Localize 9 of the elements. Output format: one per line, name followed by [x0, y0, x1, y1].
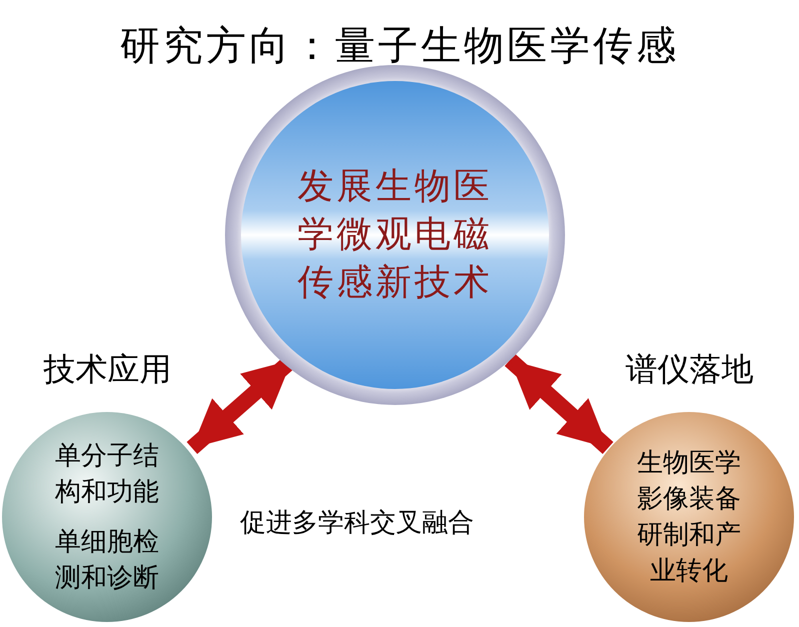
- double-arrow: [504, 354, 614, 454]
- sphere-text: 单细胞检测和诊断: [54, 526, 160, 595]
- sphere-text: 生物医学影像装备研制和产业转化: [636, 447, 742, 588]
- circle-heading: 技术应用: [42, 349, 172, 390]
- title: 研究方向：量子生物医学传感: [119, 22, 680, 71]
- circle-text: 发展生物医学微观电磁传感新技术: [296, 165, 494, 305]
- note-text: 促进多学科交叉融合: [240, 507, 474, 540]
- circle-heading: 谱仪落地: [624, 349, 754, 390]
- sphere-text: 单分子结构和功能: [54, 440, 160, 509]
